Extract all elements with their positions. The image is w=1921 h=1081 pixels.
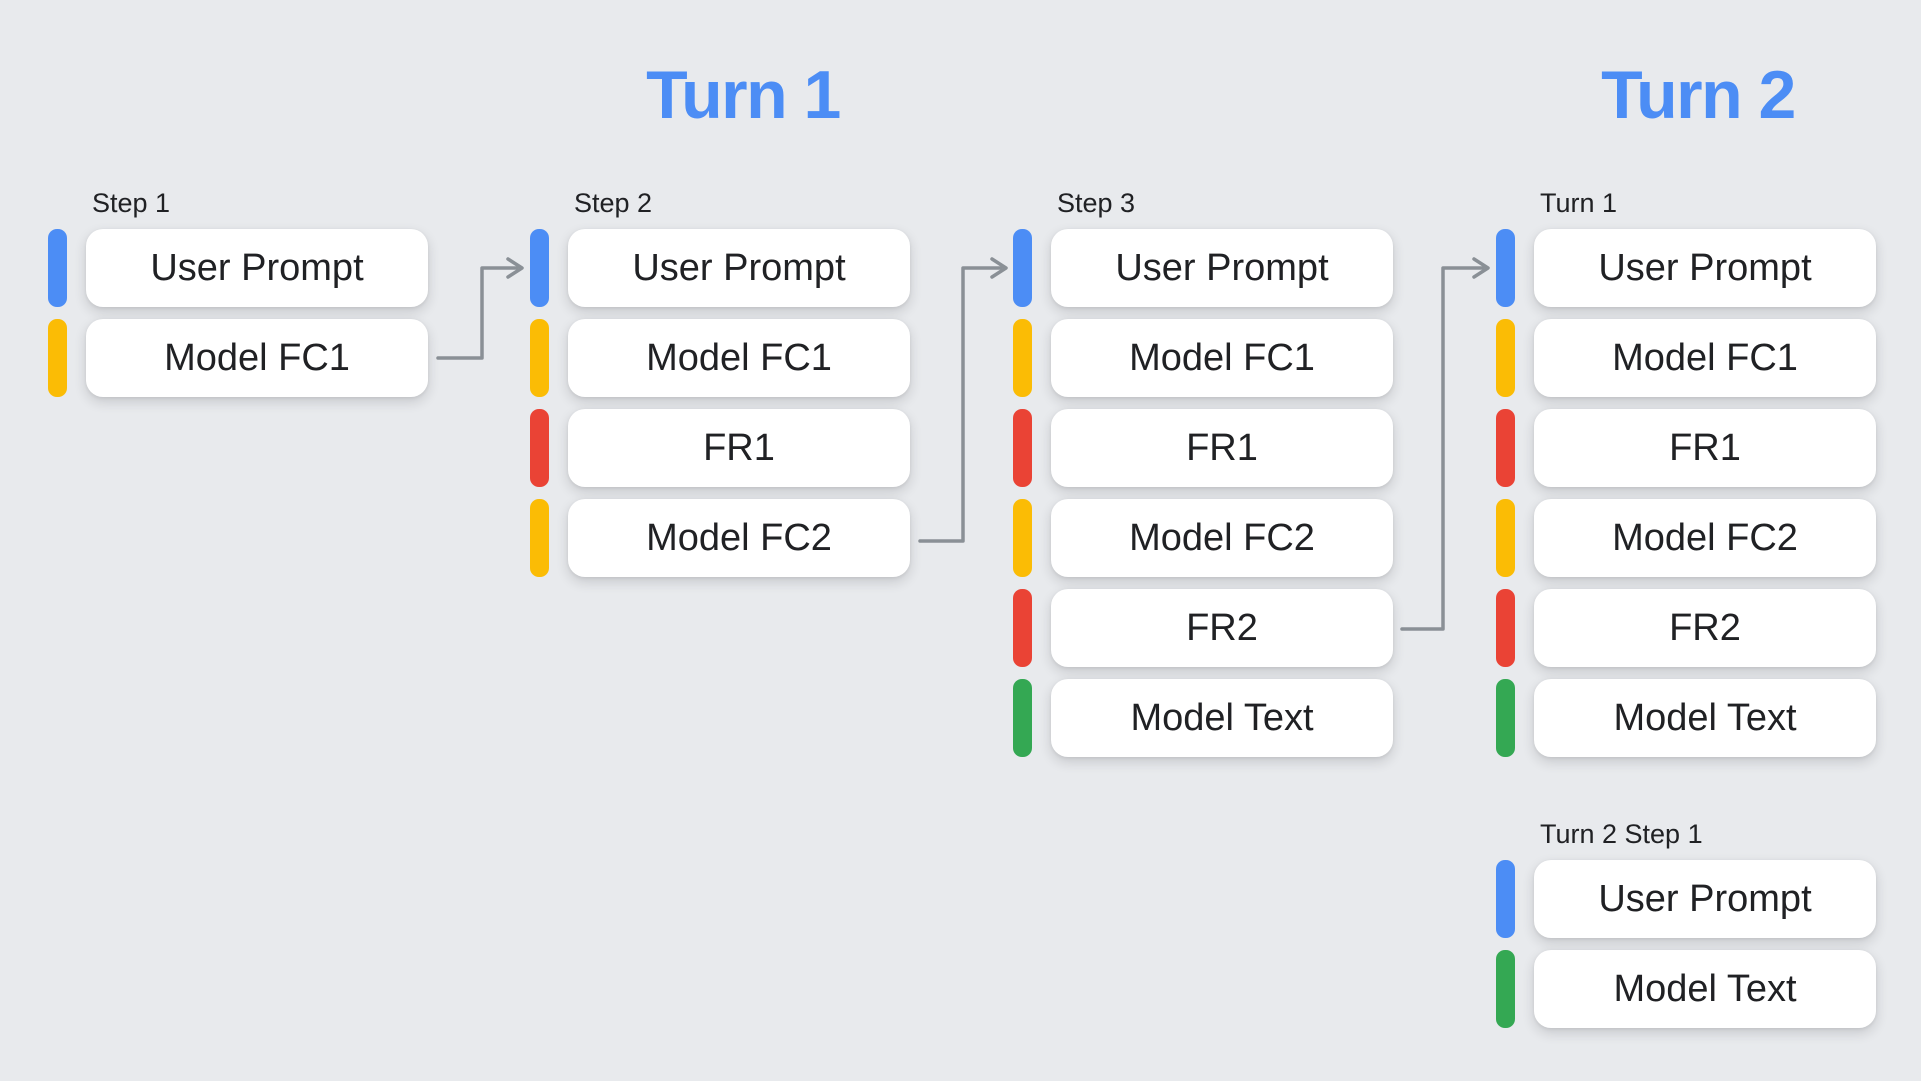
- column-step-2: Step 2 User Prompt Model FC1 FR1 Model F…: [530, 190, 920, 589]
- column-label-turn-2-step-1: Turn 2 Step 1: [1540, 819, 1703, 849]
- function-response-role-bar: [1013, 409, 1032, 487]
- block-row: Model FC1: [1496, 319, 1886, 397]
- block-user-prompt: User Prompt: [1534, 229, 1876, 307]
- block-model-fc1: Model FC1: [86, 319, 428, 397]
- model-role-bar: [1496, 950, 1515, 1028]
- column-turn-1-history: Turn 1 User Prompt Model FC1 FR1 Model F…: [1496, 190, 1886, 769]
- block-fr2: FR2: [1051, 589, 1393, 667]
- block-model-text: Model Text: [1051, 679, 1393, 757]
- block-row: Model FC2: [1496, 499, 1886, 577]
- block-model-fc2: Model FC2: [568, 499, 910, 577]
- function-response-role-bar: [1013, 589, 1032, 667]
- block-row: FR1: [1496, 409, 1886, 487]
- block-row: User Prompt: [1013, 229, 1403, 307]
- block-fr2: FR2: [1534, 589, 1876, 667]
- column-step-3: Step 3 User Prompt Model FC1 FR1 Model F…: [1013, 190, 1403, 769]
- block-model-text: Model Text: [1534, 950, 1876, 1028]
- column-turn-2-step-1: Turn 2 Step 1 User Prompt Model Text: [1496, 821, 1886, 1040]
- block-row: Model FC2: [530, 499, 920, 577]
- block-row: Model FC1: [48, 319, 438, 397]
- model-role-bar: [1496, 319, 1515, 397]
- model-role-bar: [1013, 679, 1032, 757]
- user-role-bar: [1013, 229, 1032, 307]
- column-step-1: Step 1 User Prompt Model FC1: [48, 190, 438, 409]
- block-model-fc2: Model FC2: [1534, 499, 1876, 577]
- model-role-bar: [530, 499, 549, 577]
- user-role-bar: [1496, 860, 1515, 938]
- block-row: Model Text: [1496, 679, 1886, 757]
- block-user-prompt: User Prompt: [568, 229, 910, 307]
- block-row: Model FC1: [1013, 319, 1403, 397]
- arrow-step3-to-turn1: [1400, 257, 1490, 631]
- block-row: Model Text: [1496, 950, 1886, 1028]
- model-role-bar: [1013, 319, 1032, 397]
- block-user-prompt: User Prompt: [1534, 860, 1876, 938]
- model-role-bar: [1013, 499, 1032, 577]
- block-row: Model Text: [1013, 679, 1403, 757]
- block-row: Model FC1: [530, 319, 920, 397]
- block-model-fc1: Model FC1: [568, 319, 910, 397]
- block-fr1: FR1: [1534, 409, 1876, 487]
- block-user-prompt: User Prompt: [1051, 229, 1393, 307]
- user-role-bar: [48, 229, 67, 307]
- block-row: FR1: [1013, 409, 1403, 487]
- block-model-fc2: Model FC2: [1051, 499, 1393, 577]
- block-model-text: Model Text: [1534, 679, 1876, 757]
- function-response-role-bar: [1496, 589, 1515, 667]
- user-role-bar: [530, 229, 549, 307]
- block-model-fc1: Model FC1: [1534, 319, 1876, 397]
- column-label-step-2: Step 2: [574, 188, 653, 218]
- block-fr1: FR1: [1051, 409, 1393, 487]
- block-row: FR1: [530, 409, 920, 487]
- model-role-bar: [530, 319, 549, 397]
- user-role-bar: [1496, 229, 1515, 307]
- column-label-turn-1: Turn 1: [1540, 188, 1618, 218]
- block-fr1: FR1: [568, 409, 910, 487]
- function-response-role-bar: [1496, 409, 1515, 487]
- column-label-step-1: Step 1: [92, 188, 171, 218]
- block-row: User Prompt: [530, 229, 920, 307]
- model-role-bar: [1496, 499, 1515, 577]
- block-row: User Prompt: [48, 229, 438, 307]
- turn-2-heading: Turn 2: [1601, 57, 1796, 133]
- block-row: User Prompt: [1496, 229, 1886, 307]
- block-row: User Prompt: [1496, 860, 1886, 938]
- column-label-step-3: Step 3: [1057, 188, 1136, 218]
- model-role-bar: [1496, 679, 1515, 757]
- turn-1-heading: Turn 1: [646, 57, 841, 133]
- model-role-bar: [48, 319, 67, 397]
- block-row: FR2: [1496, 589, 1886, 667]
- block-user-prompt: User Prompt: [86, 229, 428, 307]
- block-row: FR2: [1013, 589, 1403, 667]
- block-model-fc1: Model FC1: [1051, 319, 1393, 397]
- arrow-step2-to-step3: [918, 257, 1008, 543]
- block-row: Model FC2: [1013, 499, 1403, 577]
- function-response-role-bar: [530, 409, 549, 487]
- arrow-step1-to-step2: [436, 257, 524, 360]
